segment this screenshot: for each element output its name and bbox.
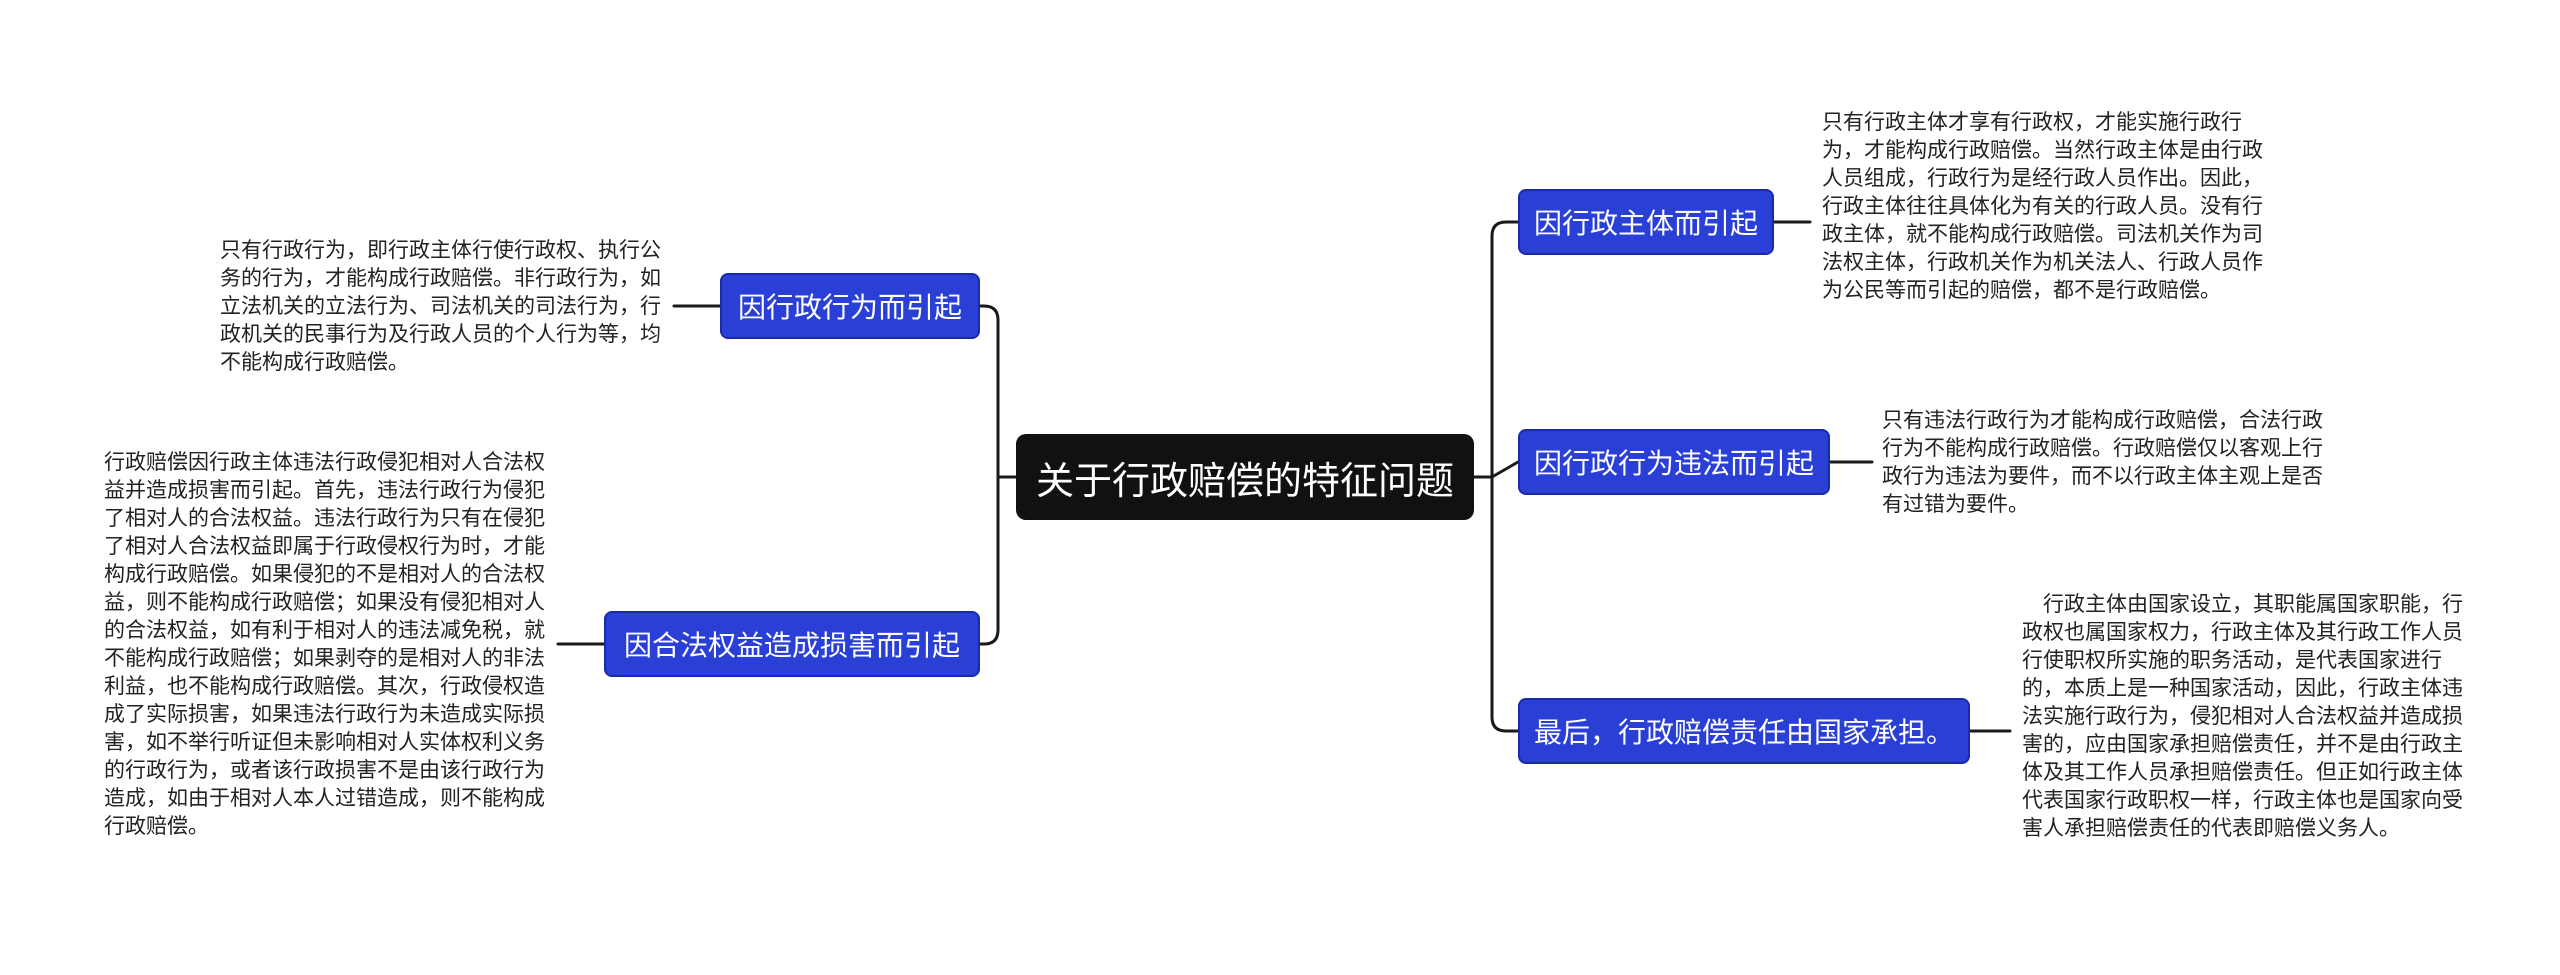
- branch-left-top-label: 因行政行为而引起: [737, 291, 962, 324]
- branch-left-top[interactable]: 因行政行为而引起: [720, 273, 980, 339]
- branch-right-2[interactable]: 因行政行为违法而引起: [1518, 429, 1830, 495]
- connector-root-left-bottom: [978, 475, 1000, 646]
- branch-left-bottom[interactable]: 因合法权益造成损害而引起: [604, 611, 980, 677]
- branch-right-1-label: 因行政主体而引起: [1534, 207, 1759, 240]
- root-topic[interactable]: 关于行政赔偿的特征问题: [1016, 434, 1474, 520]
- connector-root-left-top: [978, 304, 1000, 479]
- note-left-top: 只有行政行为，即行政主体行使行政权、执行公务的行为，才能构成行政赔偿。非行政行为…: [220, 238, 661, 374]
- note-left-bottom: 行政赔偿因行政主体违法行政侵犯相对人合法权益并造成损害而引起。首先，违法行政行为…: [104, 450, 545, 838]
- note-right-1: 只有行政主体才享有行政权，才能实施行政行为，才能构成行政赔偿。当然行政主体是由行…: [1822, 110, 2263, 302]
- note-right-2: 只有违法行政行为才能构成行政赔偿，合法行政行为不能构成行政赔偿。行政赔偿仅以客观…: [1882, 408, 2323, 516]
- branch-right-2-label: 因行政行为违法而引起: [1534, 447, 1815, 480]
- branch-right-3[interactable]: 最后，行政赔偿责任由国家承担。: [1518, 698, 1970, 764]
- connector-root-right-3: [1490, 475, 1520, 733]
- root-topic-label: 关于行政赔偿的特征问题: [1035, 458, 1454, 503]
- connector-root-right-1: [1490, 220, 1520, 479]
- note-right-3: 行政主体由国家设立，其职能属国家职能，行政权也属国家权力，行政主体及其行政工作人…: [2022, 592, 2463, 840]
- branch-right-3-label: 最后，行政赔偿责任由国家承担。: [1534, 716, 1955, 749]
- branch-left-bottom-label: 因合法权益造成损害而引起: [623, 629, 960, 662]
- connector-root-right-2: [1490, 460, 1520, 479]
- branch-right-1[interactable]: 因行政主体而引起: [1518, 189, 1774, 255]
